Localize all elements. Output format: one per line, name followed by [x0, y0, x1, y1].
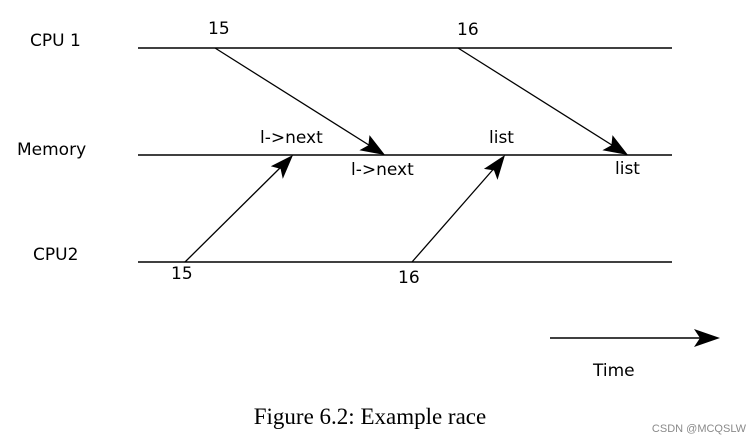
- cpu2-arrowhead-16: [483, 155, 505, 180]
- cpu1-event-15: 15: [208, 19, 230, 39]
- cpu1-arrow-15: [214, 47, 373, 148]
- cpu1-arrowhead-15: [359, 135, 385, 155]
- cpu2-arrow-16: [411, 164, 498, 263]
- time-label: Time: [593, 361, 635, 381]
- memory-label-list-read: list: [615, 159, 640, 179]
- cpu2-event-15: 15: [171, 264, 193, 284]
- cpu1-event-16: 16: [457, 20, 479, 40]
- memory-label-l-next-read: l->next: [351, 160, 414, 180]
- cpu1-arrow-16: [457, 47, 616, 148]
- row-label-cpu2: CPU2: [33, 245, 79, 265]
- cpu2-arrow-15: [184, 163, 285, 263]
- watermark: CSDN @MCQSLW: [651, 423, 746, 435]
- time-arrowhead: [694, 329, 720, 347]
- cpu2-arrowhead-15: [270, 155, 293, 179]
- cpu2-event-16: 16: [398, 268, 420, 288]
- memory-label-l-next-write: l->next: [260, 128, 323, 148]
- row-label-cpu1: CPU 1: [30, 31, 81, 51]
- figure-caption: Figure 6.2: Example race: [253, 404, 487, 429]
- row-label-memory: Memory: [17, 140, 87, 160]
- memory-label-list-write: list: [489, 128, 514, 148]
- cpu1-arrowhead-16: [602, 135, 628, 155]
